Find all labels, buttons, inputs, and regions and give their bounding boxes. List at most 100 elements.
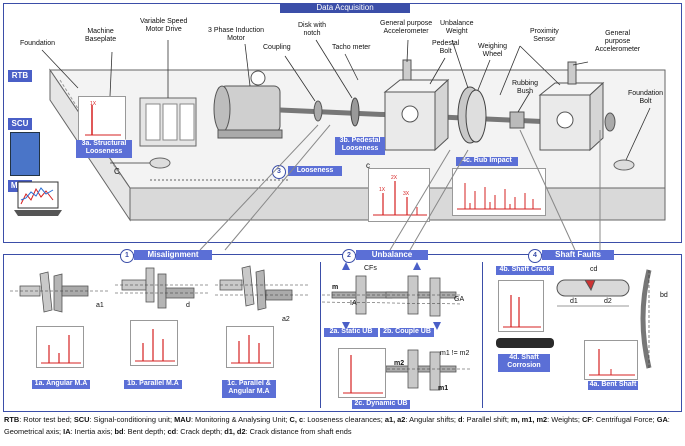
unbalance-drawings [322,262,472,391]
spectrum-rub [452,168,546,216]
unbalance-title: Unbalance [356,250,428,260]
caption-angular: 1a. Angular M.A [32,380,90,389]
legend-value: : Monitoring & Analysing Unit; [190,415,290,424]
spectrum-parallel [130,320,178,366]
divider [320,262,321,408]
tag-structural-looseness: 3a. Structural Looseness [76,140,132,158]
misalignment-drawings [10,265,310,313]
symbol-d: d [186,302,190,309]
rubbing-bush [509,111,525,129]
legend-value: : Parallel shift; [462,415,511,424]
label-motor: 3 Phase Induction Motor [208,27,265,42]
disk-with-notch [350,97,360,127]
spectrum-crack [498,280,544,332]
symbol-m: m [332,284,339,291]
tag-pedestal-looseness: 3b. Pedestal Looseness [335,137,385,155]
legend-key: MAU [174,415,191,424]
symbol-ia: IA [350,300,357,307]
symbol-cd: cd [590,266,598,273]
data-acquisition-title: Data Acquisition [280,3,410,13]
shaft-corrosion-image [496,338,554,348]
symbol-d2: d2 [604,298,612,305]
symbol-ga: GA [454,296,465,303]
spectrum-bent [584,340,638,380]
caption-parallel: 1b. Parallel M.A [124,380,182,389]
misalignment-number-badge: 1 [120,249,134,263]
legend-key: SCU [73,415,90,424]
mau-laptop [14,181,62,216]
spectrum-structural: 1X [78,96,126,142]
label-coupling: Coupling [263,44,291,51]
symbol-cfs: CFs [364,265,377,272]
legend-key: bd [114,427,124,436]
legend-value: : Centrifugal Force; [591,415,657,424]
legend-key: a1, a2 [384,415,406,424]
spec-label: 1X [379,187,386,193]
spectrum-dynamic [338,348,386,398]
caption-shaft-corrosion: 4d. Shaft Corrosion [498,354,550,372]
spec-label: 2X [391,175,398,181]
legend-key: CF [581,415,592,424]
legend-value: : Weights; [547,415,582,424]
symbol-a2: a2 [282,316,290,323]
legend-value: : Rotor test bed; [19,415,74,424]
caption-couple-ub: 2b. Couple UB [380,328,434,337]
label-foundation-left: Foundation [20,40,56,47]
coupling [313,100,323,122]
svg-text:1X: 1X [90,101,97,107]
label-foundation-bolt: Foundation Bolt [628,90,664,105]
legend-key: RTB [4,415,20,424]
spectrum-parallel-angular [226,326,274,368]
label-disk: Disk with notch [298,22,327,37]
symbol-a1: a1 [96,302,104,309]
shaft-faults-number-badge: 4 [528,249,542,263]
legend-value: : Angular shifts; [405,415,459,424]
looseness-number-badge: 3 [272,165,286,179]
legend-value: : Bent depth; [123,427,168,436]
legend-value: : Geometrical axis; [4,415,670,436]
shaft-faults-title: Shaft Faults [542,250,614,260]
symbol-m2: m2 [394,360,405,367]
symbol-bd: bd [660,292,668,299]
caption-dynamic-ub: 2c. Dynamic UB [352,400,410,409]
symbol-m1-neq-m2: m1 != m2 [440,350,470,357]
spec-label: 3X [403,191,410,197]
symbol-d1: d1 [570,298,578,305]
shaft-crack-drawing [556,269,652,369]
label-accel-1: General purpose Accelerometer [380,20,433,35]
label-rubbing-bush: Rubbing Bush [512,80,539,95]
legend-key: m, m1, m2 [511,415,548,424]
spectrum-angular [36,326,84,368]
legend: RTB: Rotor test bed; SCU: Signal-conditi… [4,414,682,438]
legend-key: GA [656,415,668,424]
legend-value: : Crack distance from shaft ends [245,427,352,436]
legend-key: C, c [289,415,304,424]
legend-key: d1, d2 [224,427,246,436]
legend-key: IA [63,427,71,436]
tag-rtb: RTB [8,70,32,82]
legend-key: d [458,415,463,424]
label-proximity: Proximity Sensor [530,28,559,43]
label-weighing-wheel: Weighing Wheel [478,43,508,58]
caption-static-ub: 2a. Static UB [324,328,378,337]
connector-arrows [199,124,601,251]
tag-rub-impact: 4c. Rub Impact [456,157,518,166]
divider [482,262,483,408]
label-unbalance-weight: Unbalance Weight [440,20,474,35]
label-tacho: Tacho meter [332,44,371,51]
legend-value: : Signal-conditioning unit; [89,415,175,424]
legend-key: cd [167,427,177,436]
label-pedestal-bolt: Pedestal Bolt [432,40,460,55]
scu-device [10,132,40,176]
label-c-left: C [114,167,120,176]
tag-scu: SCU [8,118,32,130]
legend-value: : Crack depth; [176,427,225,436]
symbol-m1: m1 [438,385,449,392]
legend-value: : Looseness clearances; [303,415,385,424]
misalignment-title: Misalignment [134,250,212,260]
label-vsd: Variable Speed Motor Drive [140,18,188,33]
legend-value: : Inertia axis; [70,427,115,436]
unbalance-number-badge: 2 [342,249,356,263]
caption-parallel-angular: 1c. Parallel & Angular M.A [222,380,276,398]
tag-looseness: Looseness [288,166,342,176]
